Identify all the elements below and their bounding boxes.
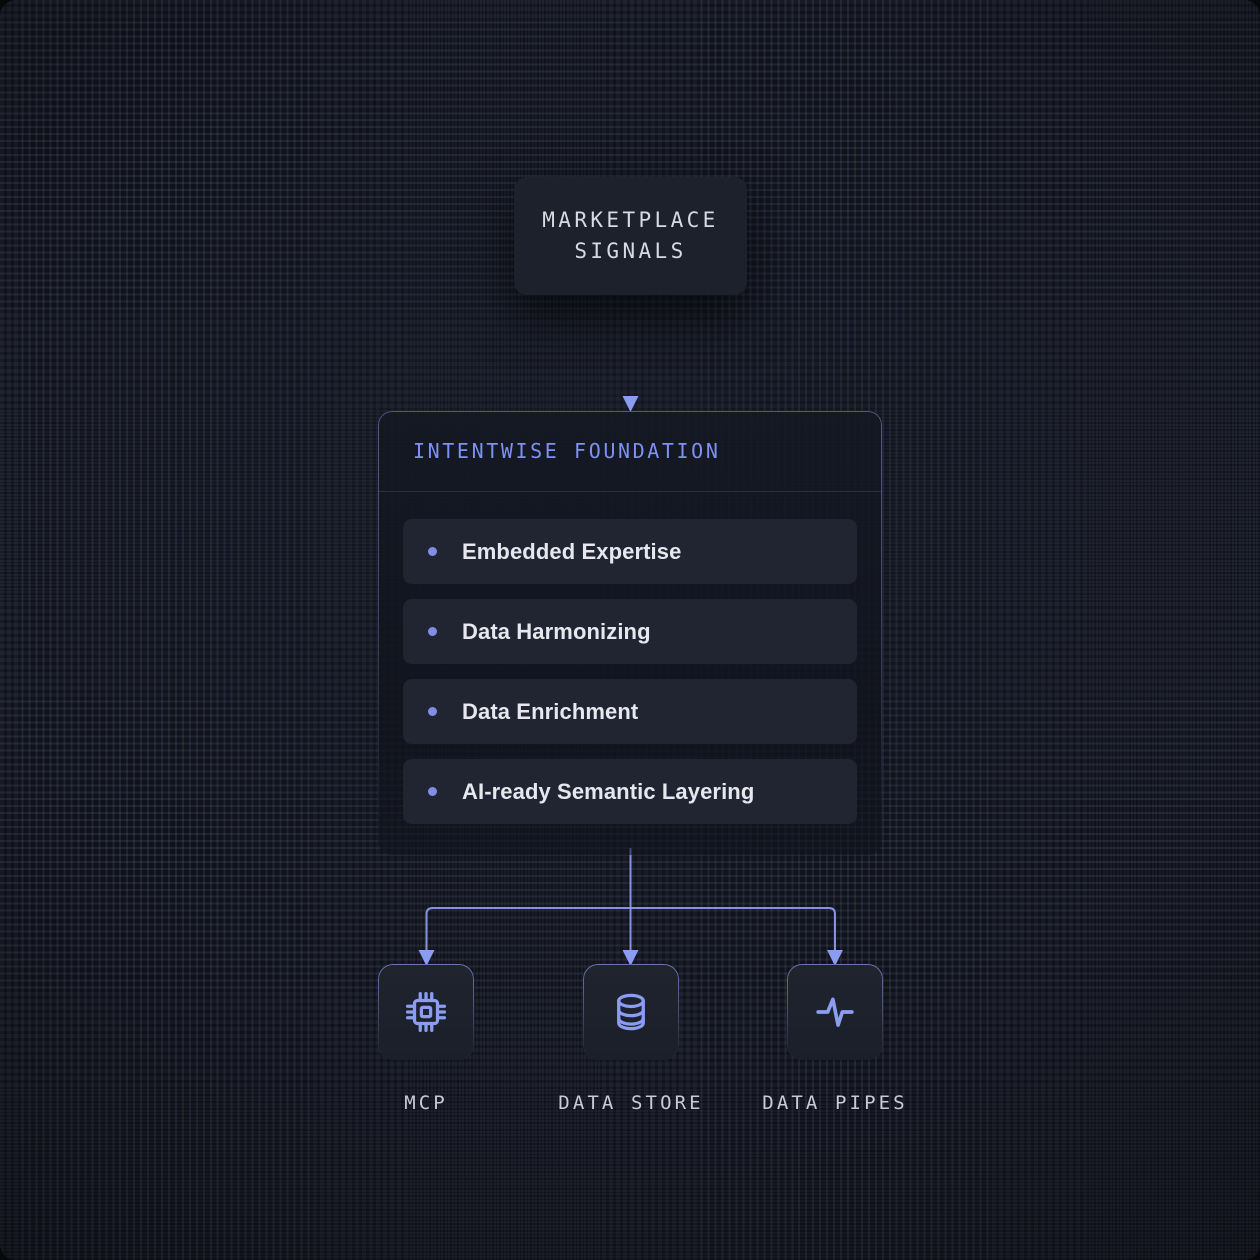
- feature-label: Embedded Expertise: [462, 538, 682, 564]
- output-label-mcp: MCP: [404, 1092, 448, 1114]
- bullet-dot-icon: [428, 787, 437, 796]
- marketplace-signals-line-1: MARKETPLACE: [542, 208, 719, 233]
- feature-label: AI-ready Semantic Layering: [462, 778, 755, 804]
- feature-item-data-enrichment[interactable]: Data Enrichment: [403, 679, 857, 744]
- edge-foundation-trunk: [418, 848, 843, 966]
- bullet-dot-icon: [428, 627, 437, 636]
- feature-item-embedded-expertise[interactable]: Embedded Expertise: [403, 519, 857, 584]
- activity-pulse-icon: [816, 997, 854, 1027]
- marketplace-signals-line-2: SIGNALS: [574, 239, 687, 263]
- database-icon: [617, 993, 645, 1031]
- marketplace-signals-box[interactable]: MARKETPLACE SIGNALS: [514, 177, 747, 295]
- output-node-data-store[interactable]: [583, 964, 679, 1060]
- feature-label: Data Harmonizing: [462, 618, 651, 644]
- output-node-mcp[interactable]: [378, 964, 474, 1060]
- panel-header: INTENTWISE FOUNDATION: [378, 411, 882, 492]
- output-label-data-pipes: DATA PIPES: [762, 1092, 908, 1114]
- feature-item-ai-ready-semantic-layering[interactable]: AI-ready Semantic Layering: [403, 759, 857, 824]
- output-label-data-store: DATA STORE: [558, 1092, 704, 1114]
- edge-signals-to-foundation: [622, 296, 639, 412]
- intentwise-foundation-panel: INTENTWISE FOUNDATION Embedded Expertise…: [378, 411, 882, 855]
- cpu-chip-icon: [405, 991, 447, 1033]
- bullet-dot-icon: [428, 707, 437, 716]
- bullet-dot-icon: [428, 547, 437, 556]
- panel-title: INTENTWISE FOUNDATION: [413, 439, 721, 463]
- feature-item-data-harmonizing[interactable]: Data Harmonizing: [403, 599, 857, 664]
- feature-label: Data Enrichment: [462, 698, 639, 724]
- output-node-data-pipes[interactable]: [787, 964, 883, 1060]
- feature-list: Embedded Expertise Data Harmonizing Data…: [378, 492, 882, 824]
